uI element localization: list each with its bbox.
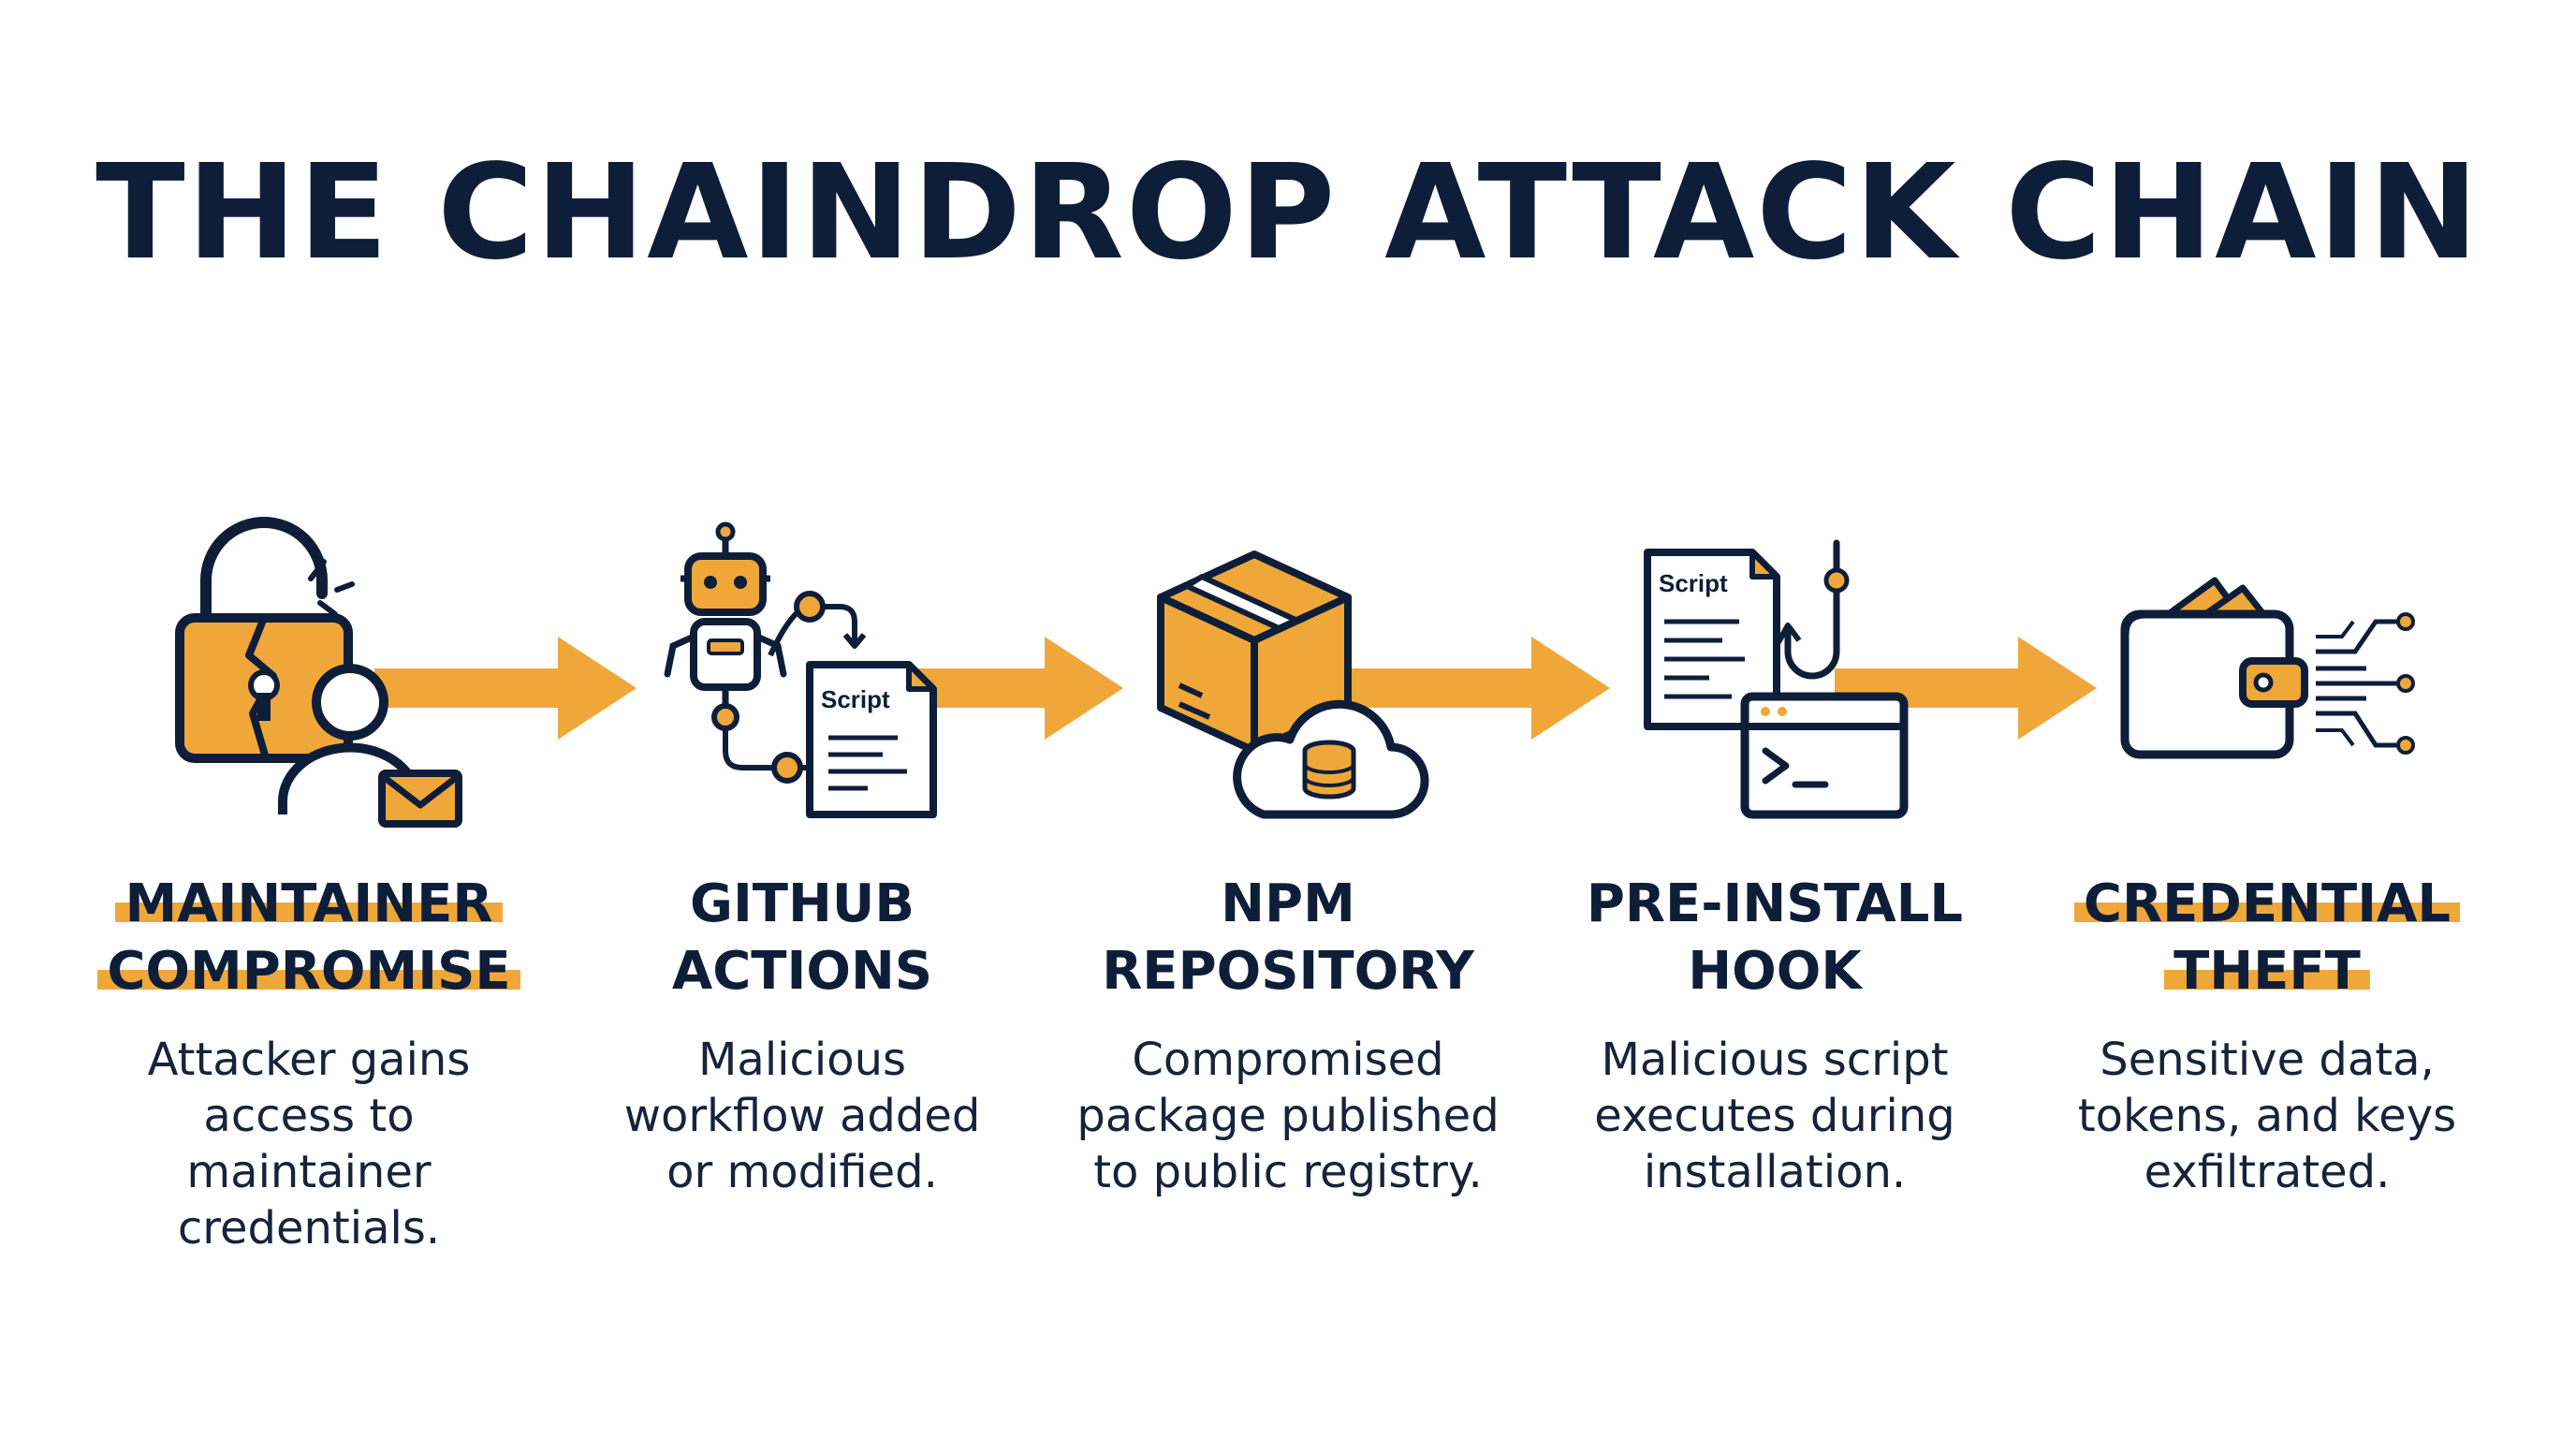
arrow-right-icon bbox=[1348, 637, 1610, 740]
step-maintainer-compromise: MAINTAINER COMPROMISE Attacker gains acc… bbox=[66, 0, 552, 1438]
step-title: GITHUB ACTIONS bbox=[671, 873, 933, 1002]
script-label: Script bbox=[821, 685, 890, 713]
step-credential-theft: CREDENTIAL THEFT Sensitive data, tokens,… bbox=[2024, 0, 2510, 1438]
step-title: PRE-INSTALL HOOK bbox=[1586, 873, 1964, 1002]
step-title: NPM REPOSITORY bbox=[1102, 873, 1474, 1002]
step-description: Sensitive data, tokens, and keys exfiltr… bbox=[2077, 1034, 2457, 1198]
step-description: Compromised package published to public … bbox=[1076, 1034, 1500, 1198]
robot-workflow-script-icon: Script bbox=[559, 506, 1046, 843]
step-description: Malicious workflow added or modified. bbox=[623, 1034, 981, 1198]
step-github-actions: Script GITHUB ACTIONS Malicious workflow… bbox=[559, 0, 1046, 1438]
step-description: Attacker gains access to maintainer cred… bbox=[147, 1034, 471, 1255]
wallet-data-exfiltration-icon bbox=[2024, 506, 2510, 843]
step-description: Malicious script executes during install… bbox=[1594, 1034, 1955, 1198]
script-hook-terminal-icon: Script bbox=[1531, 506, 2018, 843]
arrow-right-icon bbox=[1835, 637, 2097, 740]
script-label: Script bbox=[1659, 569, 1728, 597]
arrow-right-icon bbox=[899, 637, 1123, 740]
step-title: MAINTAINER COMPROMISE bbox=[66, 871, 552, 1005]
arrow-right-icon bbox=[374, 637, 637, 740]
page-title: THE CHAINDROP ATTACK CHAIN bbox=[95, 137, 2481, 289]
package-cloud-database-icon bbox=[1045, 506, 1531, 843]
step-npm-repository: NPM REPOSITORY Compromised package publi… bbox=[1045, 0, 1531, 1438]
step-title: CREDENTIAL THEFT bbox=[2024, 871, 2510, 1005]
broken-lock-user-email-icon bbox=[66, 506, 552, 843]
step-pre-install-hook: Script PRE-INSTALL HOOK Malicious script… bbox=[1531, 0, 2018, 1438]
